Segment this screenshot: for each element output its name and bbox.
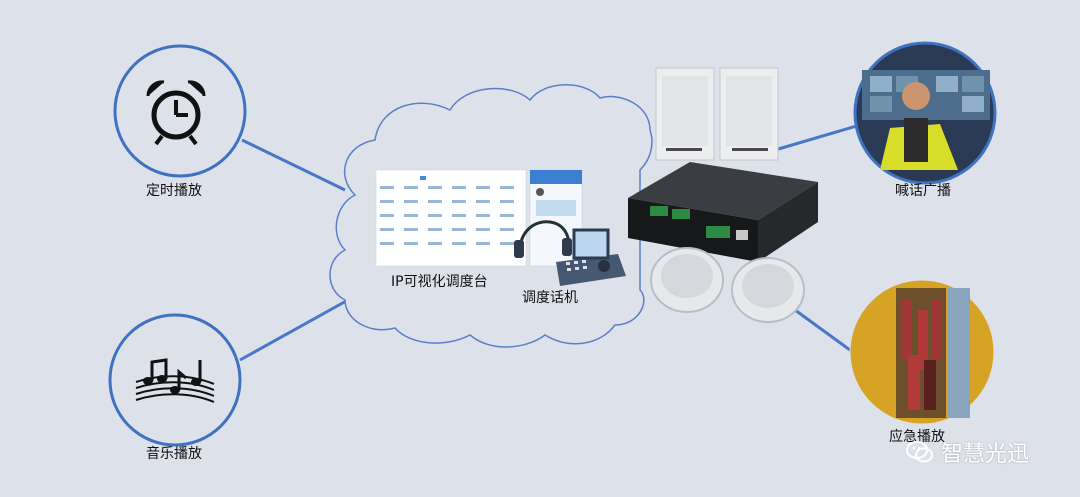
wechat-icon: [906, 441, 933, 463]
connector-music: [239, 298, 349, 362]
shout-broadcast-photo: [853, 41, 997, 185]
wall-speakers: [655, 67, 779, 161]
alarm-clock-icon: [146, 80, 206, 146]
music-circle: [108, 313, 242, 447]
connector-timed: [241, 138, 346, 192]
ceiling-speakers: [650, 247, 805, 323]
watermark: 智慧光迅: [905, 436, 1029, 468]
console-screenshot: [375, 169, 583, 267]
timed-playback-label: 定时播放: [146, 183, 202, 199]
music-notes-icon: [135, 358, 215, 403]
network-amplifier: [628, 162, 818, 262]
emergency-broadcast-photo: [849, 279, 995, 425]
music-playback-label: 音乐播放: [146, 446, 202, 462]
emergency-playback-label: 应急播放: [889, 429, 945, 445]
connectors: [239, 123, 861, 362]
connector-shout: [774, 123, 861, 152]
dispatch-phone-device: [514, 220, 626, 286]
connector-emergency: [794, 308, 851, 352]
watermark-text: 智慧光迅: [941, 442, 1030, 467]
dispatch-phone-label: 调度话机: [522, 290, 578, 306]
shout-broadcast-label: 喊话广播: [895, 183, 951, 199]
console-label: IP可视化调度台: [391, 274, 488, 290]
timed-circle: [113, 44, 247, 178]
